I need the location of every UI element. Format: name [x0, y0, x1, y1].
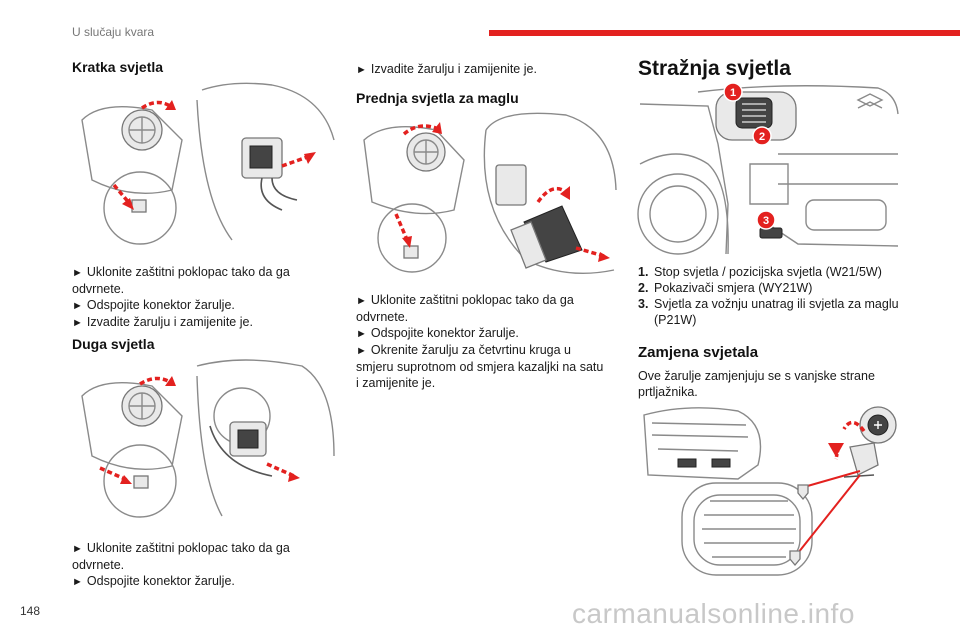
badge-1: 1: [730, 87, 736, 99]
replace-lights-title: Zamjena svjetala: [638, 344, 759, 361]
badge-2: 2: [759, 131, 765, 143]
high-beam-steps: ►Uklonite zaštitni poklopac tako da ga o…: [72, 540, 312, 590]
rear-lights-illustration: 1 2 3: [637, 82, 899, 255]
step-2: ►Odspojite konektor žarulje.: [72, 574, 235, 588]
list-item: 2.Pokazivači smjera (WY21W): [638, 281, 813, 295]
badge-3: 3: [763, 215, 769, 227]
step-2: ►Odspojite konektor žarulje.: [72, 298, 235, 312]
replace-lights-text: Ove žarulje zamjenjuju se s vanjske stra…: [638, 369, 875, 399]
step-3: ►Okrenite žarulju za četvrtinu kruga u s…: [356, 343, 604, 390]
fog-light-title: Prednja svjetla za maglu: [356, 90, 519, 106]
running-header: U slučaju kvara: [72, 25, 155, 39]
rear-lights-title: Stražnja svjetla: [638, 57, 791, 80]
replace-lights-illustration: [643, 406, 897, 576]
list-item: 1.Stop svjetla / pozicijska svjetla (W21…: [638, 265, 882, 279]
header-accent-bar: [489, 30, 960, 36]
step-1: ►Uklonite zaštitni poklopac tako da ga o…: [72, 541, 290, 572]
watermark: carmanualsonline.info: [572, 598, 855, 629]
high-beam-illustration: [81, 359, 335, 518]
page-number: 148: [20, 604, 41, 618]
low-beam-steps: ►Uklonite zaštitni poklopac tako da ga o…: [72, 264, 312, 331]
high-beam-title: Duga svjetla: [72, 336, 155, 352]
fog-light-steps: ►Uklonite zaštitni poklopac tako da ga o…: [356, 292, 606, 391]
low-beam-illustration: [81, 82, 335, 245]
fog-light-illustration: [363, 112, 617, 274]
step-3: ►Izvadite žarulju i zamijenite je.: [72, 315, 253, 329]
step-2: ►Odspojite konektor žarulje.: [356, 326, 519, 340]
step-1: ►Uklonite zaštitni poklopac tako da ga o…: [356, 293, 574, 324]
continuation-step: ►Izvadite žarulju i zamijenite je.: [356, 62, 537, 76]
low-beam-title: Kratka svjetla: [72, 59, 164, 75]
list-item: 3.Svjetla za vožnju unatrag ili svjetla …: [638, 297, 899, 327]
step-1: ►Uklonite zaštitni poklopac tako da ga o…: [72, 265, 290, 296]
bulb-list: 1.Stop svjetla / pozicijska svjetla (W21…: [638, 264, 900, 328]
